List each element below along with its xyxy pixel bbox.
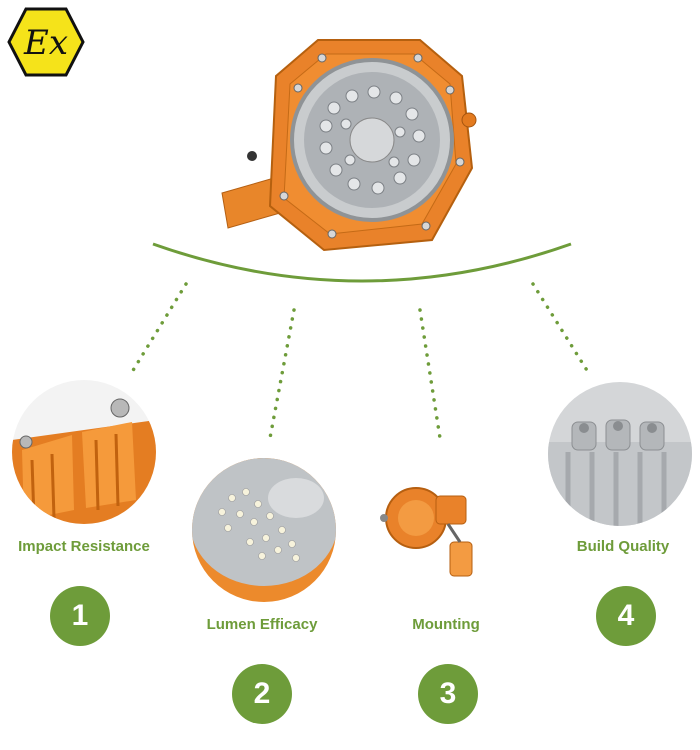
feature-number-badge-1: 1 xyxy=(50,586,110,646)
feature-number-badge-2: 2 xyxy=(232,664,292,724)
impact-resistance-photo xyxy=(12,380,156,524)
mounting-photo xyxy=(378,470,498,580)
floodlight-product-image xyxy=(214,28,494,268)
svg-text:Ex: Ex xyxy=(23,23,68,63)
impact-resistance-label: Impact Resistance xyxy=(18,538,150,555)
lumen-efficacy-label: Lumen Efficacy xyxy=(206,616,318,633)
build-quality-photo xyxy=(548,382,692,526)
build-quality-label: Build Quality xyxy=(576,538,670,555)
lumen-efficacy-photo xyxy=(192,458,336,602)
feature-number-badge-3: 3 xyxy=(418,664,478,724)
feature-number-badge-4: 4 xyxy=(596,586,656,646)
ex-logo: Ex xyxy=(6,6,86,78)
mounting-label: Mounting xyxy=(412,616,480,633)
